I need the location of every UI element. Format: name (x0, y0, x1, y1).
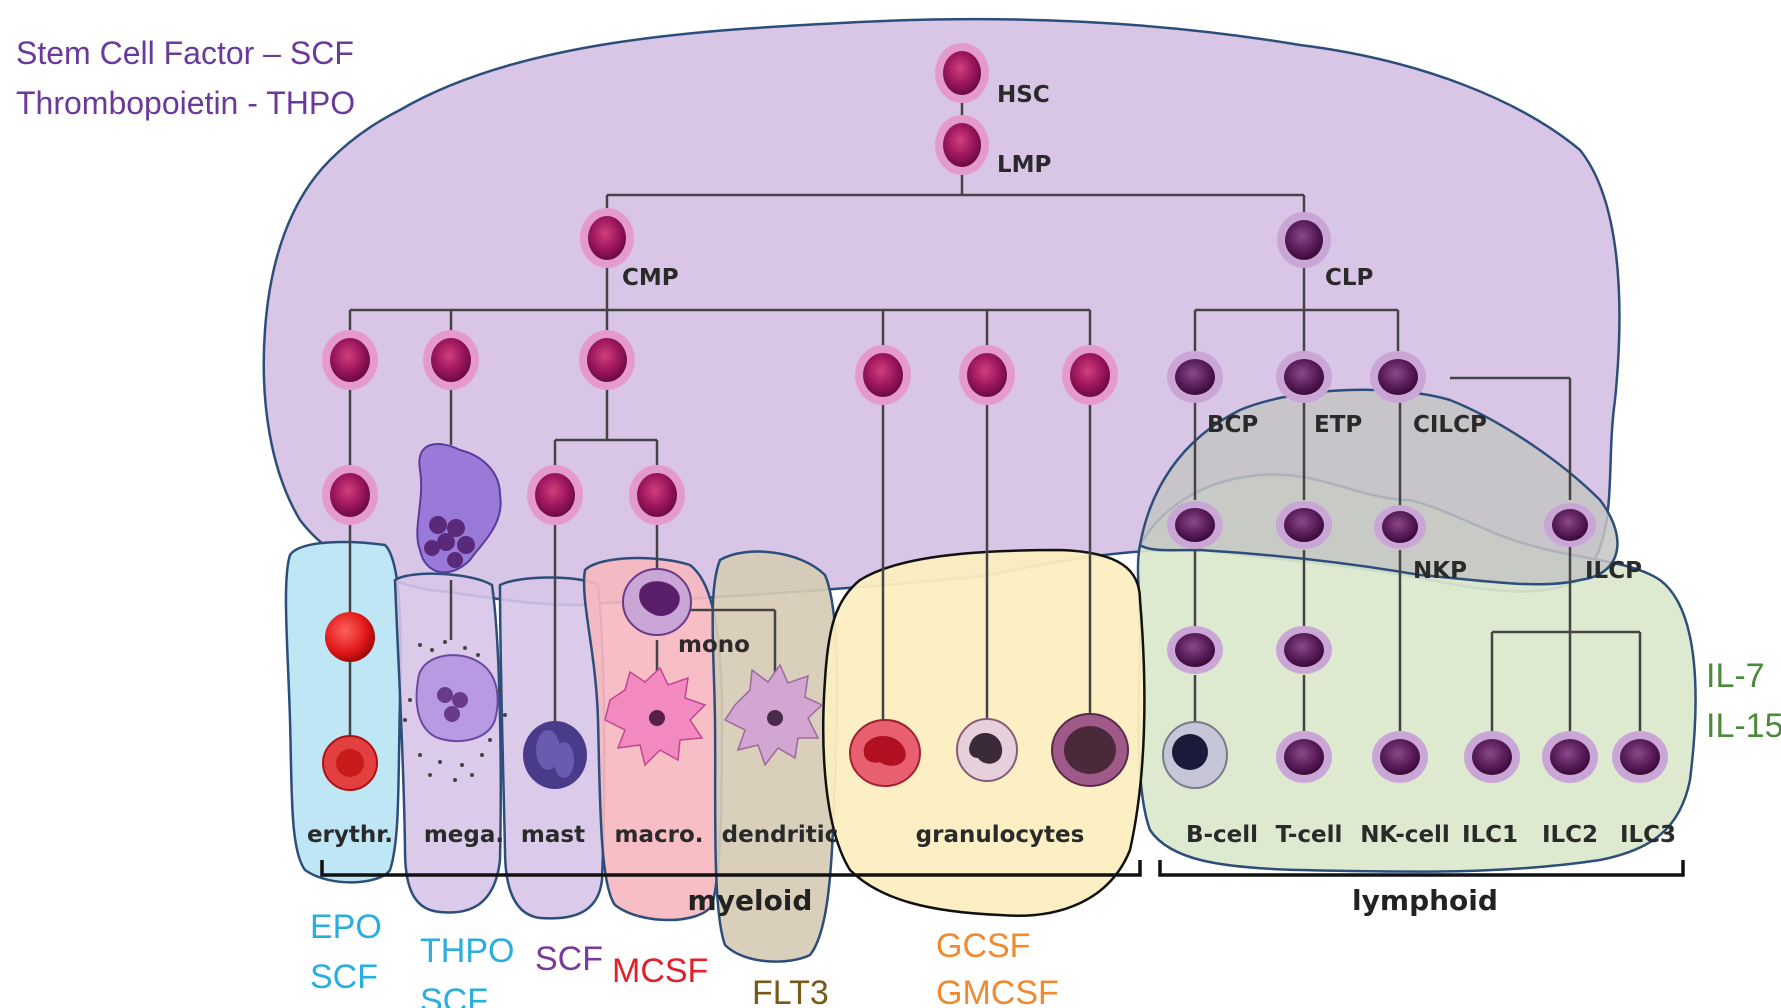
lymphoid-progenitor-overlap (1138, 388, 1619, 586)
eosinophil-cell (956, 718, 1018, 782)
mature-cell-labels: erythr. mega. mast macro. dendritic gran… (307, 822, 1676, 848)
megakaryoblast-cell (416, 443, 502, 574)
ilcp-cell (1544, 503, 1596, 547)
label-nkp: NKP (1413, 558, 1467, 584)
factor-mcsf: MCSF (612, 952, 708, 990)
label-etp: ETP (1314, 412, 1362, 438)
megakaryocyte-region (393, 572, 502, 914)
progenitor-labels: HSC LMP CMP CLP BCP ETP CILCP NKP ILCP m… (622, 82, 1642, 658)
t-progenitor-cell-2 (1276, 626, 1332, 674)
monoblast-cell (629, 465, 685, 525)
factor-thpo: THPO (420, 932, 514, 970)
label-cmp: CMP (622, 265, 679, 291)
erythrocyte-cell (322, 735, 378, 791)
lmp-cell (935, 115, 989, 175)
progenitor-cells (322, 43, 1596, 674)
erythroid-progenitor-cell (322, 330, 378, 390)
b-cell (1162, 721, 1228, 789)
label-ilc2: ILC2 (1542, 822, 1598, 848)
myeloid-progenitor-cell (579, 330, 635, 390)
b-progenitor-cell-1 (1167, 501, 1223, 549)
factor-scf-mast: SCF (535, 940, 603, 978)
ilc2-cell (1542, 731, 1598, 783)
factor-il15: IL-15 (1706, 707, 1781, 745)
label-mono: mono (678, 632, 750, 658)
dendritic-cell (723, 663, 824, 767)
heading-line-2: Thrombopoietin - THPO (16, 85, 355, 121)
label-ilc3: ILC3 (1620, 822, 1676, 848)
cmp-cell (580, 208, 634, 268)
factor-scf-mega: SCF (420, 982, 488, 1008)
etp-cell (1276, 351, 1332, 403)
dendritic-region (711, 550, 839, 963)
factor-gcsf: GCSF (936, 927, 1030, 965)
label-mast: mast (521, 822, 585, 848)
hsc-cell (935, 43, 989, 103)
label-hsc: HSC (997, 82, 1050, 108)
label-mega: mega. (424, 822, 504, 848)
label-nk-cell: NK-cell (1360, 822, 1450, 848)
t-progenitor-cell-1 (1276, 501, 1332, 549)
label-lmp: LMP (997, 152, 1051, 178)
basophil-cell (1051, 713, 1129, 787)
factor-gmcsf: GMCSF (936, 974, 1059, 1008)
granulocyte-progenitor-cell-3 (1062, 345, 1118, 405)
label-lymphoid: lymphoid (1352, 884, 1498, 917)
myeloid-bracket (320, 860, 1142, 877)
b-progenitor-cell-2 (1167, 626, 1223, 674)
erythroblast-cell (322, 465, 378, 525)
lineage-tree-lines (348, 100, 1642, 740)
mature-cells (322, 568, 1668, 791)
heading-line-1: Stem Cell Factor – SCF (16, 35, 354, 71)
ilc1-cell (1464, 731, 1520, 783)
label-ilcp: ILCP (1585, 558, 1642, 584)
bcp-cell (1167, 351, 1223, 403)
macrophage-cell (604, 666, 707, 767)
factor-flt3: FLT3 (752, 974, 829, 1008)
lymphoid-bracket (1158, 860, 1685, 877)
mast-cell (523, 721, 587, 789)
mast-progenitor-cell (527, 465, 583, 525)
growth-factor-labels: EPO SCF THPO SCF SCF MCSF FLT3 GCSF GMCS… (310, 657, 1781, 1008)
factor-il7: IL-7 (1706, 657, 1765, 695)
label-clp: CLP (1325, 265, 1373, 291)
clp-cell (1277, 212, 1331, 268)
label-macro: macro. (614, 822, 703, 848)
label-granulocytes: granulocytes (916, 822, 1085, 848)
label-bcp: BCP (1207, 412, 1258, 438)
label-erythr: erythr. (307, 822, 393, 848)
megakaryocyte-cell (403, 640, 507, 782)
label-t-cell: T-cell (1276, 822, 1343, 848)
label-cilcp: CILCP (1413, 412, 1487, 438)
label-myeloid: myeloid (688, 884, 813, 917)
label-b-cell: B-cell (1186, 822, 1258, 848)
t-cell (1276, 731, 1332, 783)
neutrophil-cell (849, 719, 921, 787)
granulocyte-progenitor-cell-1 (855, 345, 911, 405)
nk-cell (1372, 731, 1428, 783)
reticulocyte-cell (325, 612, 375, 662)
granulocyte-progenitor-cell-2 (959, 345, 1015, 405)
factor-scf-erythro: SCF (310, 958, 378, 996)
label-dendritic: dendritic (722, 822, 839, 848)
factor-epo: EPO (310, 908, 382, 946)
label-ilc1: ILC1 (1462, 822, 1518, 848)
nkp-cell (1374, 505, 1426, 549)
ilc3-cell (1612, 731, 1668, 783)
cilcp-cell (1370, 351, 1426, 403)
megakaryocyte-progenitor-cell (423, 330, 479, 390)
monocyte-cell (622, 568, 692, 636)
